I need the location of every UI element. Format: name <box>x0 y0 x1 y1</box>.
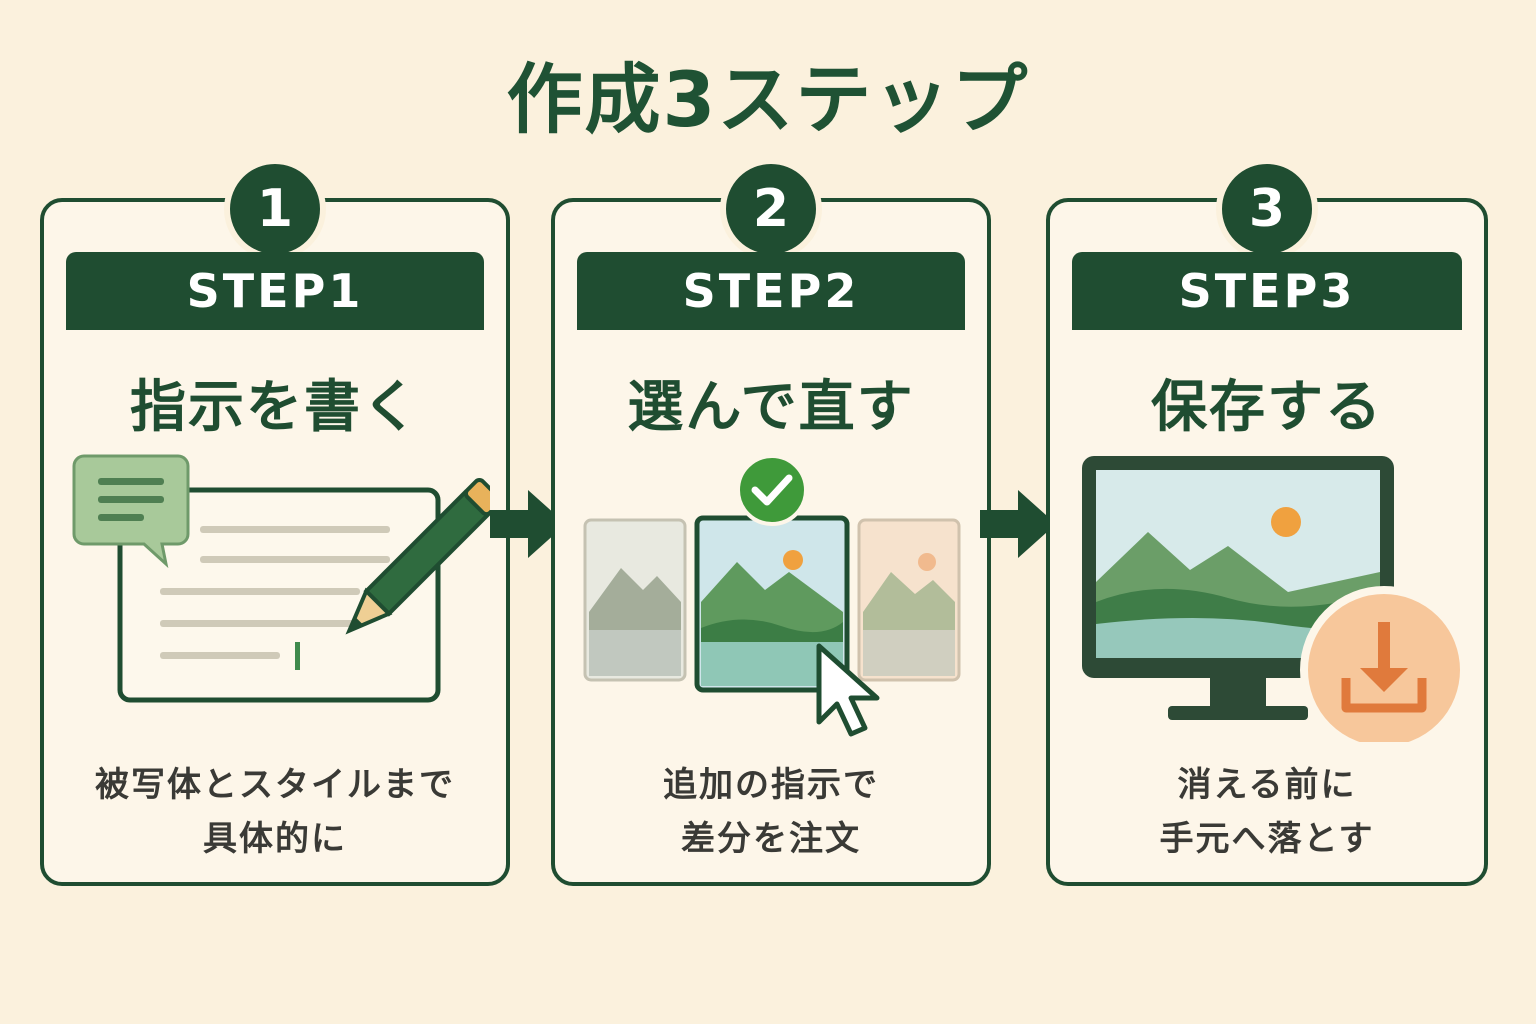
step-label: STEP2 <box>577 252 965 330</box>
arrow-right-icon <box>490 490 566 558</box>
write-instruction-illustration <box>72 454 490 703</box>
pencil-icon <box>345 478 490 635</box>
step-description-line: 被写体とスタイルまで <box>95 765 455 805</box>
step-number-badge: 1 <box>224 158 326 260</box>
step-title: 指示を書く <box>130 375 420 440</box>
step-label: STEP3 <box>1072 252 1462 330</box>
step-title: 選んで直す <box>627 375 915 440</box>
page-title: 作成3ステップ <box>506 55 1030 144</box>
download-icon <box>1300 586 1468 742</box>
step-card-2: 2 STEP2 選んで直す 追加の指示で 差分を <box>551 158 991 886</box>
cursor-arrow-icon <box>816 643 880 737</box>
step-number-badge: 3 <box>1216 158 1318 260</box>
check-circle-icon <box>736 454 808 526</box>
step-title: 保存する <box>1151 375 1383 440</box>
step-card-1: 1 STEP1 指示を書く 被写体とスタイルまで 具体的に <box>40 158 510 886</box>
landscape-thumbnail-icon <box>583 518 687 682</box>
step-description-line: 手元へ落とす <box>1159 819 1375 859</box>
step-description-line: 追加の指示で <box>663 765 879 805</box>
speech-bubble-icon <box>72 454 190 569</box>
step-description-line: 消える前に <box>1177 765 1357 805</box>
step-number-badge: 2 <box>720 158 822 260</box>
document-icon <box>117 487 441 703</box>
arrow-right-icon <box>980 490 1056 558</box>
choose-and-fix-illustration <box>583 454 961 737</box>
landscape-thumbnail-icon <box>694 515 850 693</box>
step-description-line: 差分を注文 <box>681 819 861 859</box>
landscape-thumbnail-icon <box>857 518 961 682</box>
save-illustration <box>1082 456 1468 742</box>
step-description: 被写体とスタイルまで 具体的に <box>44 758 506 866</box>
step-description: 追加の指示で 差分を注文 <box>555 758 987 866</box>
step-card-3: 3 STEP3 保存する 消える前に 手元へ落とす <box>1046 158 1488 886</box>
step-label: STEP1 <box>66 252 484 330</box>
step-description: 消える前に 手元へ落とす <box>1050 758 1484 866</box>
step-description-line: 具体的に <box>203 819 347 859</box>
